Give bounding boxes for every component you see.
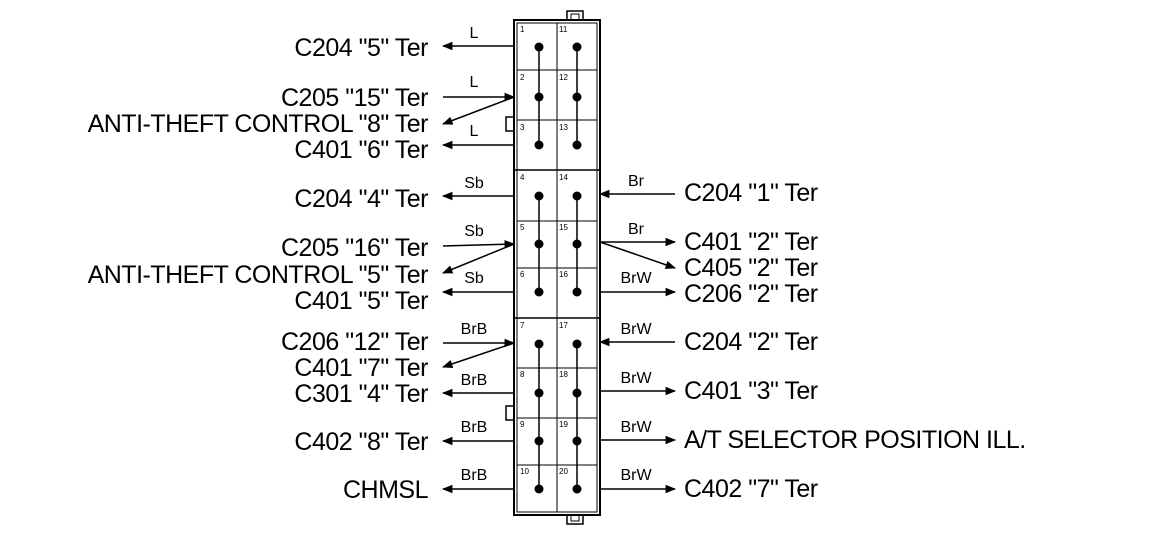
wire-arrows [441, 41, 677, 494]
left-wire-codes: L L L Sb Sb Sb BrB BrB BrB BrB [461, 25, 488, 484]
terminal-label: C206 "12" Ter [281, 328, 428, 356]
pin-number: 13 [559, 123, 568, 132]
wire-color-label: Br [628, 221, 645, 238]
terminal-label: C405 "2" Ter [684, 254, 818, 282]
pin-dots [534, 42, 582, 494]
wire-color-label: BrW [620, 467, 652, 484]
wire-color-label: BrB [461, 321, 488, 338]
terminal-label: C204 "4" Ter [294, 185, 428, 213]
terminal-label: ANTI-THEFT CONTROL "8" Ter [88, 110, 429, 138]
terminal-label: C204 "1" Ter [684, 179, 818, 207]
pin-number: 2 [520, 73, 525, 82]
terminal-label: C205 "16" Ter [281, 234, 428, 262]
pin-number: 20 [559, 467, 568, 476]
pin-number: 12 [559, 73, 568, 82]
pin-number: 16 [559, 270, 568, 279]
wire-color-label: Sb [464, 223, 484, 240]
pin-number: 9 [520, 420, 525, 429]
wire-color-label: Sb [464, 270, 484, 287]
terminal-label: C401 "5" Ter [294, 287, 428, 315]
wire-color-label: Br [628, 173, 645, 190]
terminal-label: C301 "4" Ter [294, 380, 428, 408]
left-terminal-labels: C204 "5" Ter C205 "15" Ter ANTI-THEFT CO… [88, 34, 430, 504]
wire-color-label: BrB [461, 467, 488, 484]
pin-number: 4 [520, 173, 525, 182]
terminal-label: C204 "2" Ter [684, 328, 818, 356]
terminal-label: C204 "5" Ter [294, 34, 428, 62]
wire-color-label: L [470, 74, 479, 91]
pin-number: 14 [559, 173, 568, 182]
pin-number: 8 [520, 370, 525, 379]
pin-number: 11 [559, 25, 568, 34]
pin-number: 6 [520, 270, 525, 279]
terminal-label: C401 "6" Ter [294, 136, 428, 164]
terminal-label: C401 "2" Ter [684, 228, 818, 256]
pin-number: 1 [520, 25, 525, 34]
terminal-label: C402 "8" Ter [294, 428, 428, 456]
pin-number: 7 [520, 321, 525, 330]
terminal-label: C401 "3" Ter [684, 377, 818, 405]
wire-color-label: BrW [620, 321, 652, 338]
terminal-label: C206 "2" Ter [684, 280, 818, 308]
wire-color-label: L [470, 123, 479, 140]
wire-color-label: L [470, 25, 479, 42]
wire-color-label: BrB [461, 372, 488, 389]
pin-number: 5 [520, 223, 525, 232]
wire-color-label: BrW [620, 270, 652, 287]
terminal-label: ANTI-THEFT CONTROL "5" Ter [88, 261, 429, 289]
pin-number: 17 [559, 321, 568, 330]
pin-number: 15 [559, 223, 568, 232]
wire-color-label: Sb [464, 175, 484, 192]
wire-color-label: BrW [620, 419, 652, 436]
wire-color-label: BrB [461, 419, 488, 436]
right-wire-codes: Br Br BrW BrW BrW BrW BrW [620, 173, 652, 484]
pin-number: 18 [559, 370, 568, 379]
terminal-label: CHMSL [343, 476, 429, 504]
pin-number: 3 [520, 123, 525, 132]
connector-body [505, 10, 601, 525]
terminal-label: C402 "7" Ter [684, 475, 818, 503]
pin-numbers: 1 11 2 12 3 13 4 14 5 15 6 16 7 17 8 18 … [520, 25, 568, 476]
wire-color-label: BrW [620, 370, 652, 387]
pin-number: 19 [559, 420, 568, 429]
terminal-label: C401 "7" Ter [294, 354, 428, 382]
right-terminal-labels: C204 "1" Ter C401 "2" Ter C405 "2" Ter C… [684, 179, 1026, 503]
terminal-label: A/T SELECTOR POSITION ILL. [684, 426, 1026, 454]
terminal-label: C205 "15" Ter [281, 84, 428, 112]
pin-number: 10 [520, 467, 529, 476]
